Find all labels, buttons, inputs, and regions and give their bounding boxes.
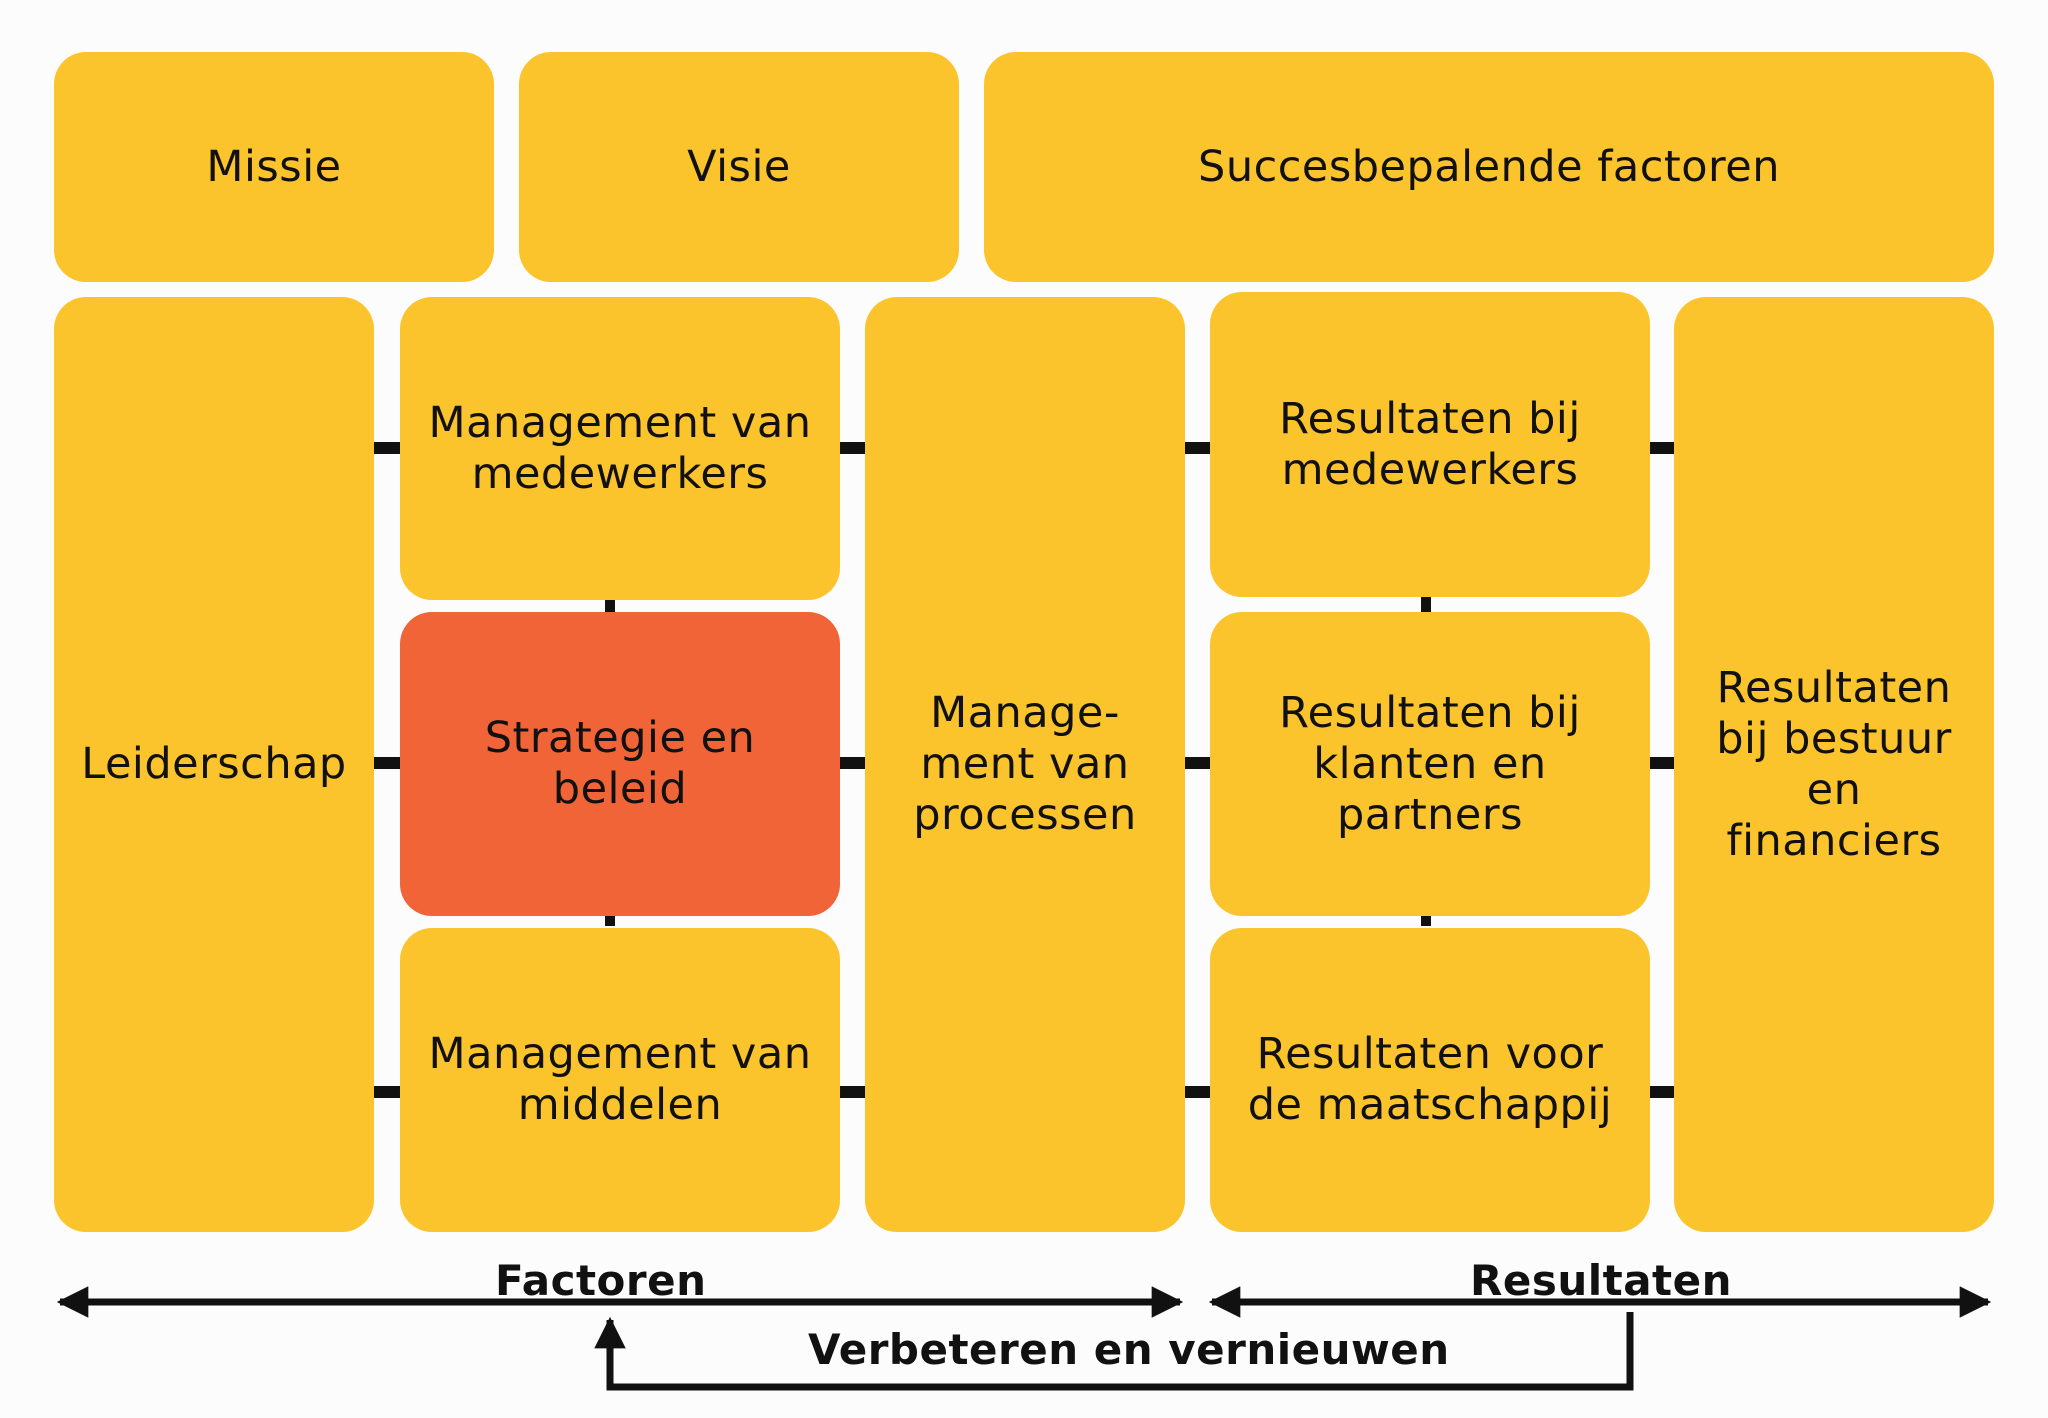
management-processen-box: Manage- ment van processen bbox=[865, 297, 1185, 1232]
feedback-loop-arrow bbox=[594, 1312, 1634, 1391]
resultaten-medewerkers-label: Resultaten bij medewerkers bbox=[1279, 393, 1581, 495]
resultaten-bestuur-financiers-box: Resultaten bij bestuur en financiers bbox=[1674, 297, 1994, 1232]
resultaten-medewerkers-box: Resultaten bij medewerkers bbox=[1210, 292, 1650, 597]
management-medewerkers-box: Management van medewerkers bbox=[400, 297, 840, 600]
management-middelen-box: Management van middelen bbox=[400, 928, 840, 1232]
management-middelen-label: Management van middelen bbox=[428, 1029, 812, 1130]
leiderschap-box: Leiderschap bbox=[54, 297, 374, 1232]
resultaten-klanten-partners-box: Resultaten bij klanten en partners bbox=[1210, 612, 1650, 916]
visie-box: Visie bbox=[519, 52, 959, 282]
resultaten-klanten-partners-label: Resultaten bij klanten en partners bbox=[1279, 687, 1581, 840]
resultaten-maatschappij-label: Resultaten voor de maatschappij bbox=[1247, 1029, 1613, 1130]
missie-label: Missie bbox=[206, 141, 342, 192]
resultaten-maatschappij-box: Resultaten voor de maatschappij bbox=[1210, 928, 1650, 1232]
resultaten-label: Resultaten bbox=[1470, 1256, 1733, 1305]
strategie-beleid-label: Strategie en beleid bbox=[484, 713, 756, 814]
management-medewerkers-label: Management van medewerkers bbox=[428, 397, 812, 499]
strategie-beleid-box: Strategie en beleid bbox=[400, 612, 840, 916]
missie-box: Missie bbox=[54, 52, 494, 282]
factoren-label: Factoren bbox=[495, 1256, 707, 1305]
succesbepalende-factoren-label: Succesbepalende factoren bbox=[1198, 141, 1780, 192]
verbeteren-vernieuwen-label: Verbeteren en vernieuwen bbox=[808, 1325, 1450, 1374]
visie-label: Visie bbox=[687, 141, 791, 192]
leiderschap-label: Leiderschap bbox=[81, 739, 347, 789]
management-processen-label: Manage- ment van processen bbox=[913, 688, 1137, 840]
succesbepalende-factoren-box: Succesbepalende factoren bbox=[984, 52, 1994, 282]
resultaten-bestuur-financiers-label: Resultaten bij bestuur en financiers bbox=[1716, 662, 1952, 866]
